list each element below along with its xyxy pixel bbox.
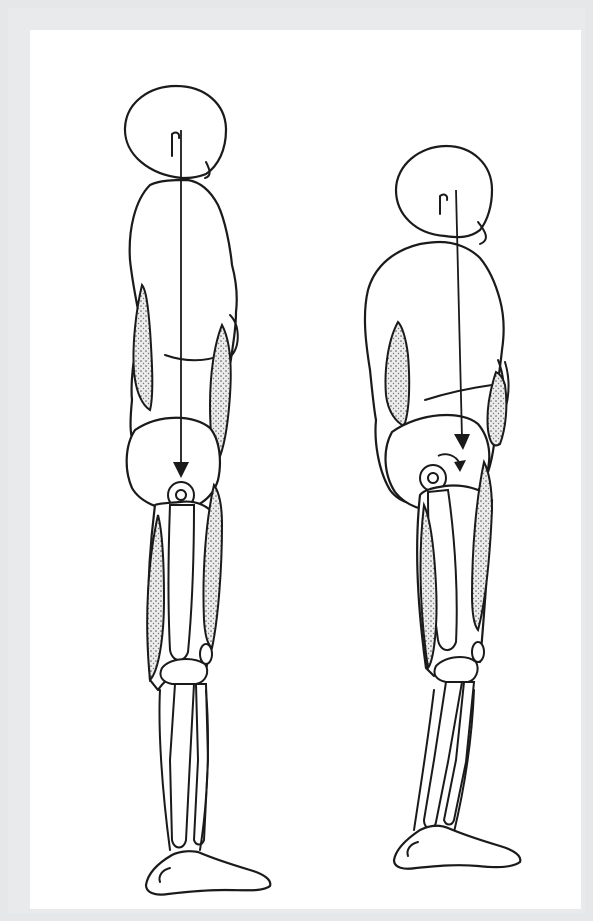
flexed-figure: [365, 146, 520, 869]
tibia-left: [170, 684, 194, 848]
patella-left: [200, 644, 212, 664]
upright-figure: [125, 86, 270, 895]
fibula-left: [194, 684, 208, 845]
femur-left: [169, 505, 195, 660]
head-right: [396, 146, 492, 237]
hip-joint-center-right: [428, 473, 438, 483]
hip-joint-center-left: [176, 490, 186, 500]
patella-right: [472, 642, 484, 662]
knee-left: [160, 659, 207, 684]
foot-left: [146, 851, 270, 894]
foot-right: [394, 826, 520, 869]
